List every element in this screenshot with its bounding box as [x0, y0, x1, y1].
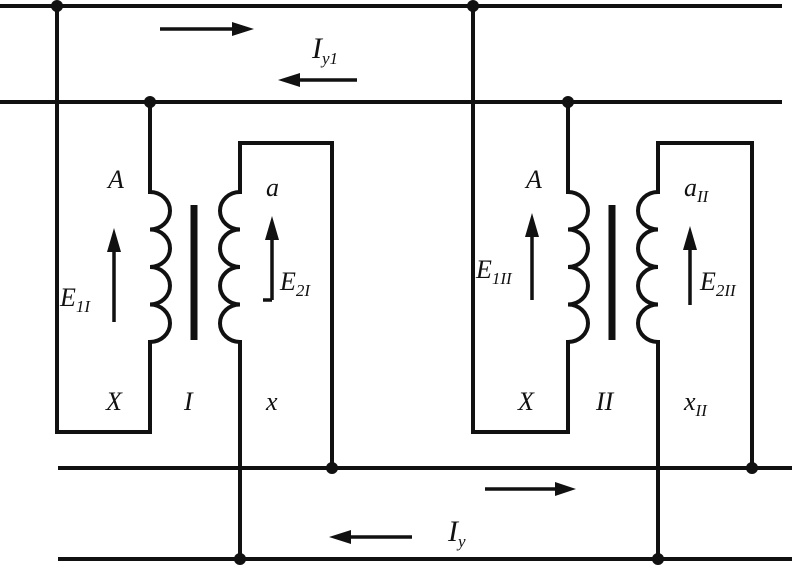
- top-right-arrow: [160, 22, 254, 36]
- t2-emf-primary-label: E1II: [475, 255, 513, 288]
- junction-dot: [234, 553, 246, 565]
- junction-dot: [144, 96, 156, 108]
- t1-primary-circuit: [55, 4, 152, 434]
- junction-dot: [746, 462, 758, 474]
- t2-secondary-start-label: aII: [684, 173, 710, 206]
- t1-emf-primary-arrow: [107, 228, 121, 322]
- t1-primary-start-label: A: [106, 165, 124, 194]
- bottom-current-label: Iy: [447, 515, 466, 551]
- top-left-arrow: [278, 73, 357, 87]
- t1-primary-end-label: X: [105, 387, 123, 416]
- t2-primary-start-label: A: [524, 165, 542, 194]
- t2-emf-secondary-label: E2II: [699, 267, 737, 300]
- t1-emf-primary-label: E1I: [59, 283, 91, 316]
- t2-secondary-winding: [636, 190, 660, 344]
- junction-dot: [326, 462, 338, 474]
- t2-primary-end-label: X: [517, 387, 535, 416]
- t2-secondary-end-label: xII: [683, 387, 708, 420]
- t1-name-label: I: [183, 387, 194, 416]
- bottom-left-arrow: [329, 530, 412, 544]
- junction-dot: [51, 0, 63, 12]
- t2-name-label: II: [595, 387, 615, 416]
- t2-primary-circuit: [471, 4, 570, 434]
- t2-primary-winding: [566, 190, 590, 344]
- t1-emf-secondary-arrow: [263, 216, 279, 302]
- t1-primary-winding: [148, 190, 172, 344]
- t1-secondary-end-label: x: [265, 387, 278, 416]
- junction-dot: [652, 553, 664, 565]
- top-current-label: Iy1: [311, 32, 338, 68]
- t2-secondary-circuit: [656, 141, 754, 561]
- t1-secondary-circuit: [238, 141, 334, 561]
- bottom-right-arrow: [485, 482, 576, 496]
- t1-secondary-winding: [218, 190, 242, 344]
- t2-emf-secondary-arrow: [683, 226, 697, 305]
- t2-emf-primary-arrow: [525, 213, 539, 300]
- junction-dot: [467, 0, 479, 12]
- t1-secondary-start-label: a: [266, 173, 279, 202]
- junction-dot: [562, 96, 574, 108]
- t1-emf-secondary-label: E2I: [279, 267, 311, 300]
